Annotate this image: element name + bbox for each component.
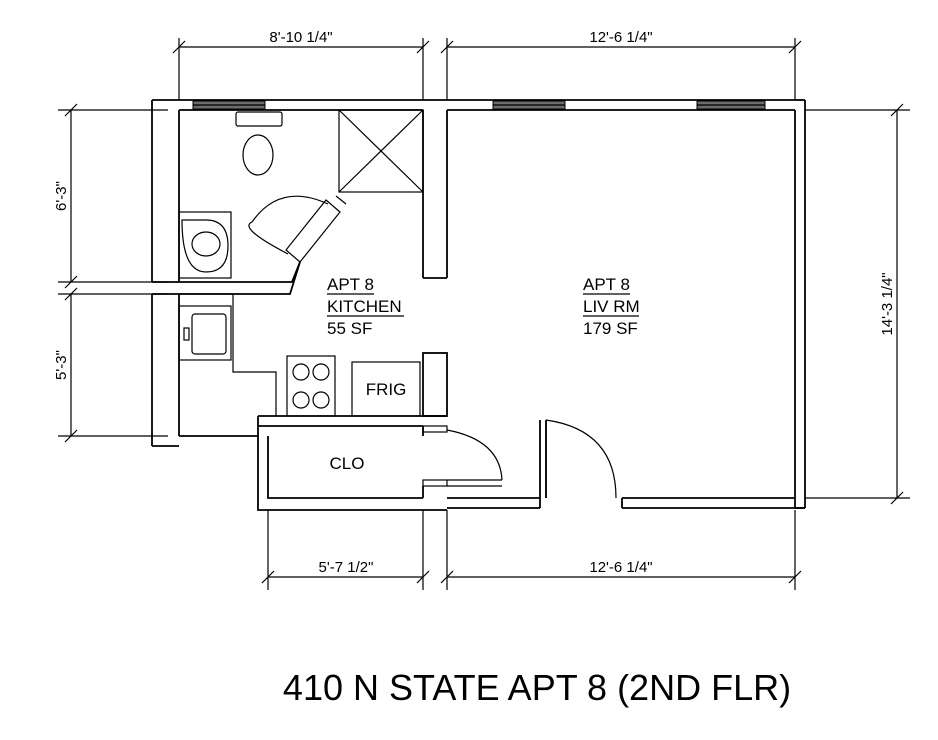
kitchen-label: APT 8 KITCHEN 55 SF <box>327 275 404 338</box>
plan-title: 410 N STATE APT 8 (2ND FLR) <box>283 667 791 708</box>
dimension-lines <box>58 38 910 590</box>
dimension-left-lower: 5'-3" <box>53 350 70 380</box>
living-label-area: 179 SF <box>583 319 638 338</box>
bathroom-door-icon <box>248 195 347 263</box>
dimension-top-right: 12'-6 1/4" <box>589 29 652 46</box>
closet-door-icon <box>422 425 503 487</box>
dimension-left-upper: 6'-3" <box>53 181 70 211</box>
dimension-right: 14'-3 1/4" <box>879 272 896 335</box>
kitchen-label-unit: APT 8 <box>327 275 374 294</box>
living-label-name: LIV RM <box>583 297 640 316</box>
dimension-bottom-right: 12'-6 1/4" <box>589 559 652 576</box>
dimension-top-left: 8'-10 1/4" <box>269 29 332 46</box>
fridge-label: FRIG <box>366 380 407 399</box>
stove-icon <box>286 355 336 417</box>
living-label-unit: APT 8 <box>583 275 630 294</box>
windows <box>192 100 766 110</box>
toilet-icon <box>235 111 283 176</box>
entry-door-icon <box>545 419 617 499</box>
fridge-icon <box>351 361 421 417</box>
bathroom-sink-icon <box>178 211 232 279</box>
walls <box>151 99 806 511</box>
closet-label: CLO <box>330 454 365 473</box>
dimension-bottom-left: 5'-7 1/2" <box>319 559 374 576</box>
kitchen-label-area: 55 SF <box>327 319 372 338</box>
kitchen-sink-icon <box>178 305 232 361</box>
kitchen-label-name: KITCHEN <box>327 297 402 316</box>
living-room-label: APT 8 LIV RM 179 SF <box>583 275 640 338</box>
shower-icon <box>338 109 424 193</box>
